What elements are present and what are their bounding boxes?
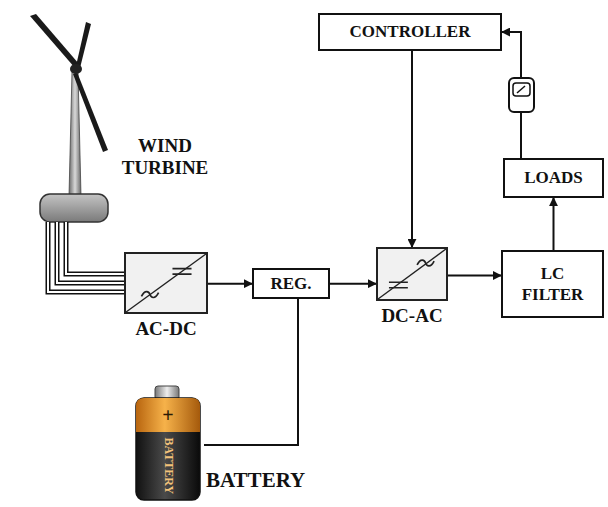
flow-arrow [448, 275, 501, 277]
box-label: LOADS [524, 167, 583, 188]
wire [66, 222, 126, 274]
turbine-label: WIND TURBINE [110, 135, 220, 179]
wire [48, 222, 126, 292]
filter-box: LC FILTER [501, 250, 604, 318]
converter-label: DC-AC [381, 305, 442, 327]
turbine-blade [73, 72, 108, 152]
dc-symbol [389, 282, 408, 288]
ac-symbol [417, 260, 434, 266]
ac-symbol [141, 292, 158, 298]
meter-symbol [509, 78, 534, 112]
flow-arrow [330, 283, 376, 285]
wire [57, 222, 126, 283]
battery-print: BATTERY [161, 438, 175, 495]
flow-arrow [411, 51, 413, 247]
wire [57, 222, 126, 283]
wire [66, 222, 126, 274]
battery-label: BATTERY [206, 468, 305, 492]
turbine-hub [70, 64, 82, 74]
meter-dial [513, 83, 530, 96]
generator-wires [48, 222, 126, 292]
turbine-blade [30, 14, 79, 68]
meter-needle [517, 86, 525, 93]
battery-wire [204, 298, 298, 445]
inverter-box: DC-AC [376, 247, 448, 301]
battery-body [136, 398, 200, 500]
battery [136, 386, 200, 500]
converter-diagonal [126, 254, 206, 312]
turbine-base [40, 194, 108, 222]
wire [48, 222, 126, 292]
meter-case [509, 78, 534, 112]
converter-label: AC-DC [135, 318, 196, 340]
regulator-box: REG. [252, 268, 330, 299]
dc-symbol [172, 269, 191, 275]
box-label: CONTROLLER [350, 21, 471, 42]
battery-polarity: + [162, 404, 173, 427]
wind-turbine [30, 14, 108, 222]
box-label: LC FILTER [509, 263, 596, 306]
turbine-blade [76, 22, 91, 68]
loads-box: LOADS [503, 158, 604, 198]
converter-symbol [126, 254, 206, 312]
converter-symbol [378, 249, 446, 299]
converter-diagonal [378, 249, 446, 299]
battery-cap [136, 398, 200, 432]
box-label: REG. [270, 273, 311, 294]
flow-arrow [208, 283, 252, 285]
flow-arrow [553, 198, 555, 250]
turbine-tower [69, 72, 81, 196]
controller-box: CONTROLLER [318, 13, 502, 51]
rectifier-box: AC-DC [124, 252, 208, 314]
